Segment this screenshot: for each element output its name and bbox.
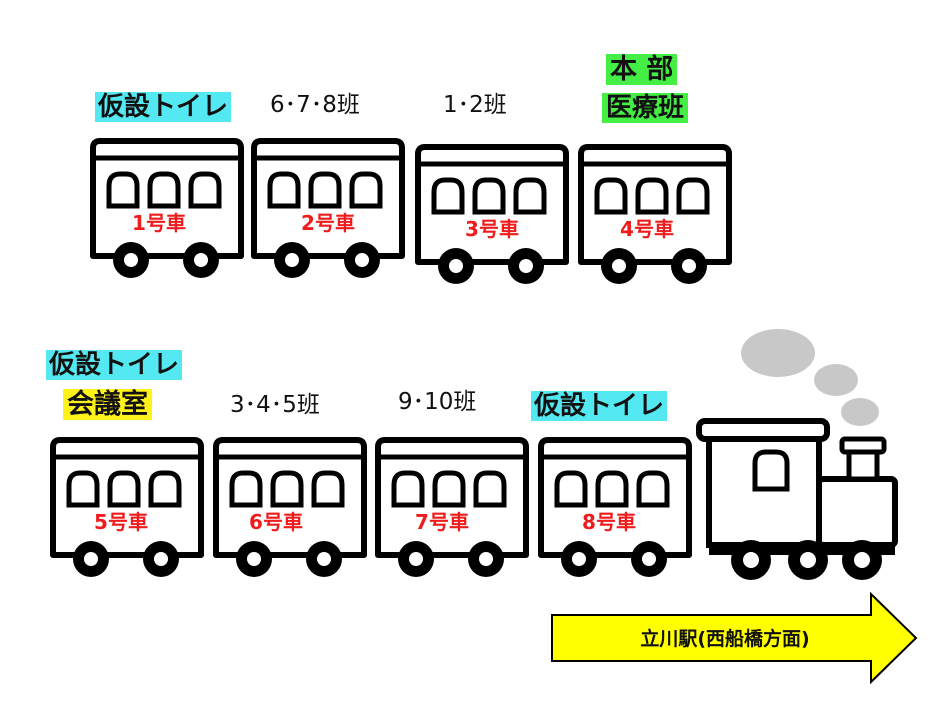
car-7-tag-groups: 9･10班 — [398, 389, 477, 415]
car-5: 5号車 — [53, 440, 201, 577]
car-2-tag-groups: 6･7･8班 — [270, 92, 360, 118]
direction-label: 立川駅(西船橋方面) — [640, 627, 809, 650]
steam-locomotive-icon — [696, 329, 898, 580]
car-2-label: 2号車 — [301, 211, 355, 235]
direction-arrow: 立川駅(西船橋方面) — [551, 591, 918, 685]
car-4-tag-medical: 医療班 — [602, 93, 689, 123]
car-8-label: 8号車 — [582, 510, 636, 534]
car-3: 3号車 — [418, 147, 566, 284]
car-5-label: 5号車 — [94, 510, 148, 534]
car-2: 2号車 — [254, 141, 402, 278]
car-4-tag-headquarters: 本 部 — [606, 54, 678, 85]
car-6-tag-groups: 3･4･5班 — [230, 392, 320, 418]
car-3-label: 3号車 — [465, 217, 519, 241]
car-8-tag-toilet: 仮設トイレ — [531, 391, 668, 421]
car-7-label: 7号車 — [415, 510, 469, 534]
car-1: 1号車 — [93, 141, 241, 278]
car-7: 7号車 — [378, 440, 526, 577]
car-6-label: 6号車 — [249, 510, 303, 534]
car-1-tag-toilet: 仮設トイレ — [95, 92, 232, 122]
car-1-label: 1号車 — [132, 211, 186, 235]
car-8: 8号車 — [541, 440, 689, 577]
car-5-tag-toilet: 仮設トイレ — [46, 350, 183, 380]
car-4: 4号車 — [581, 147, 729, 284]
car-5-tag-meeting-room: 会議室 — [63, 389, 152, 420]
car-4-label: 4号車 — [620, 217, 674, 241]
smoke-icon — [741, 329, 879, 426]
car-6: 6号車 — [216, 440, 364, 577]
car-3-tag-groups: 1･2班 — [443, 92, 507, 118]
right-arrow-icon — [551, 591, 918, 685]
